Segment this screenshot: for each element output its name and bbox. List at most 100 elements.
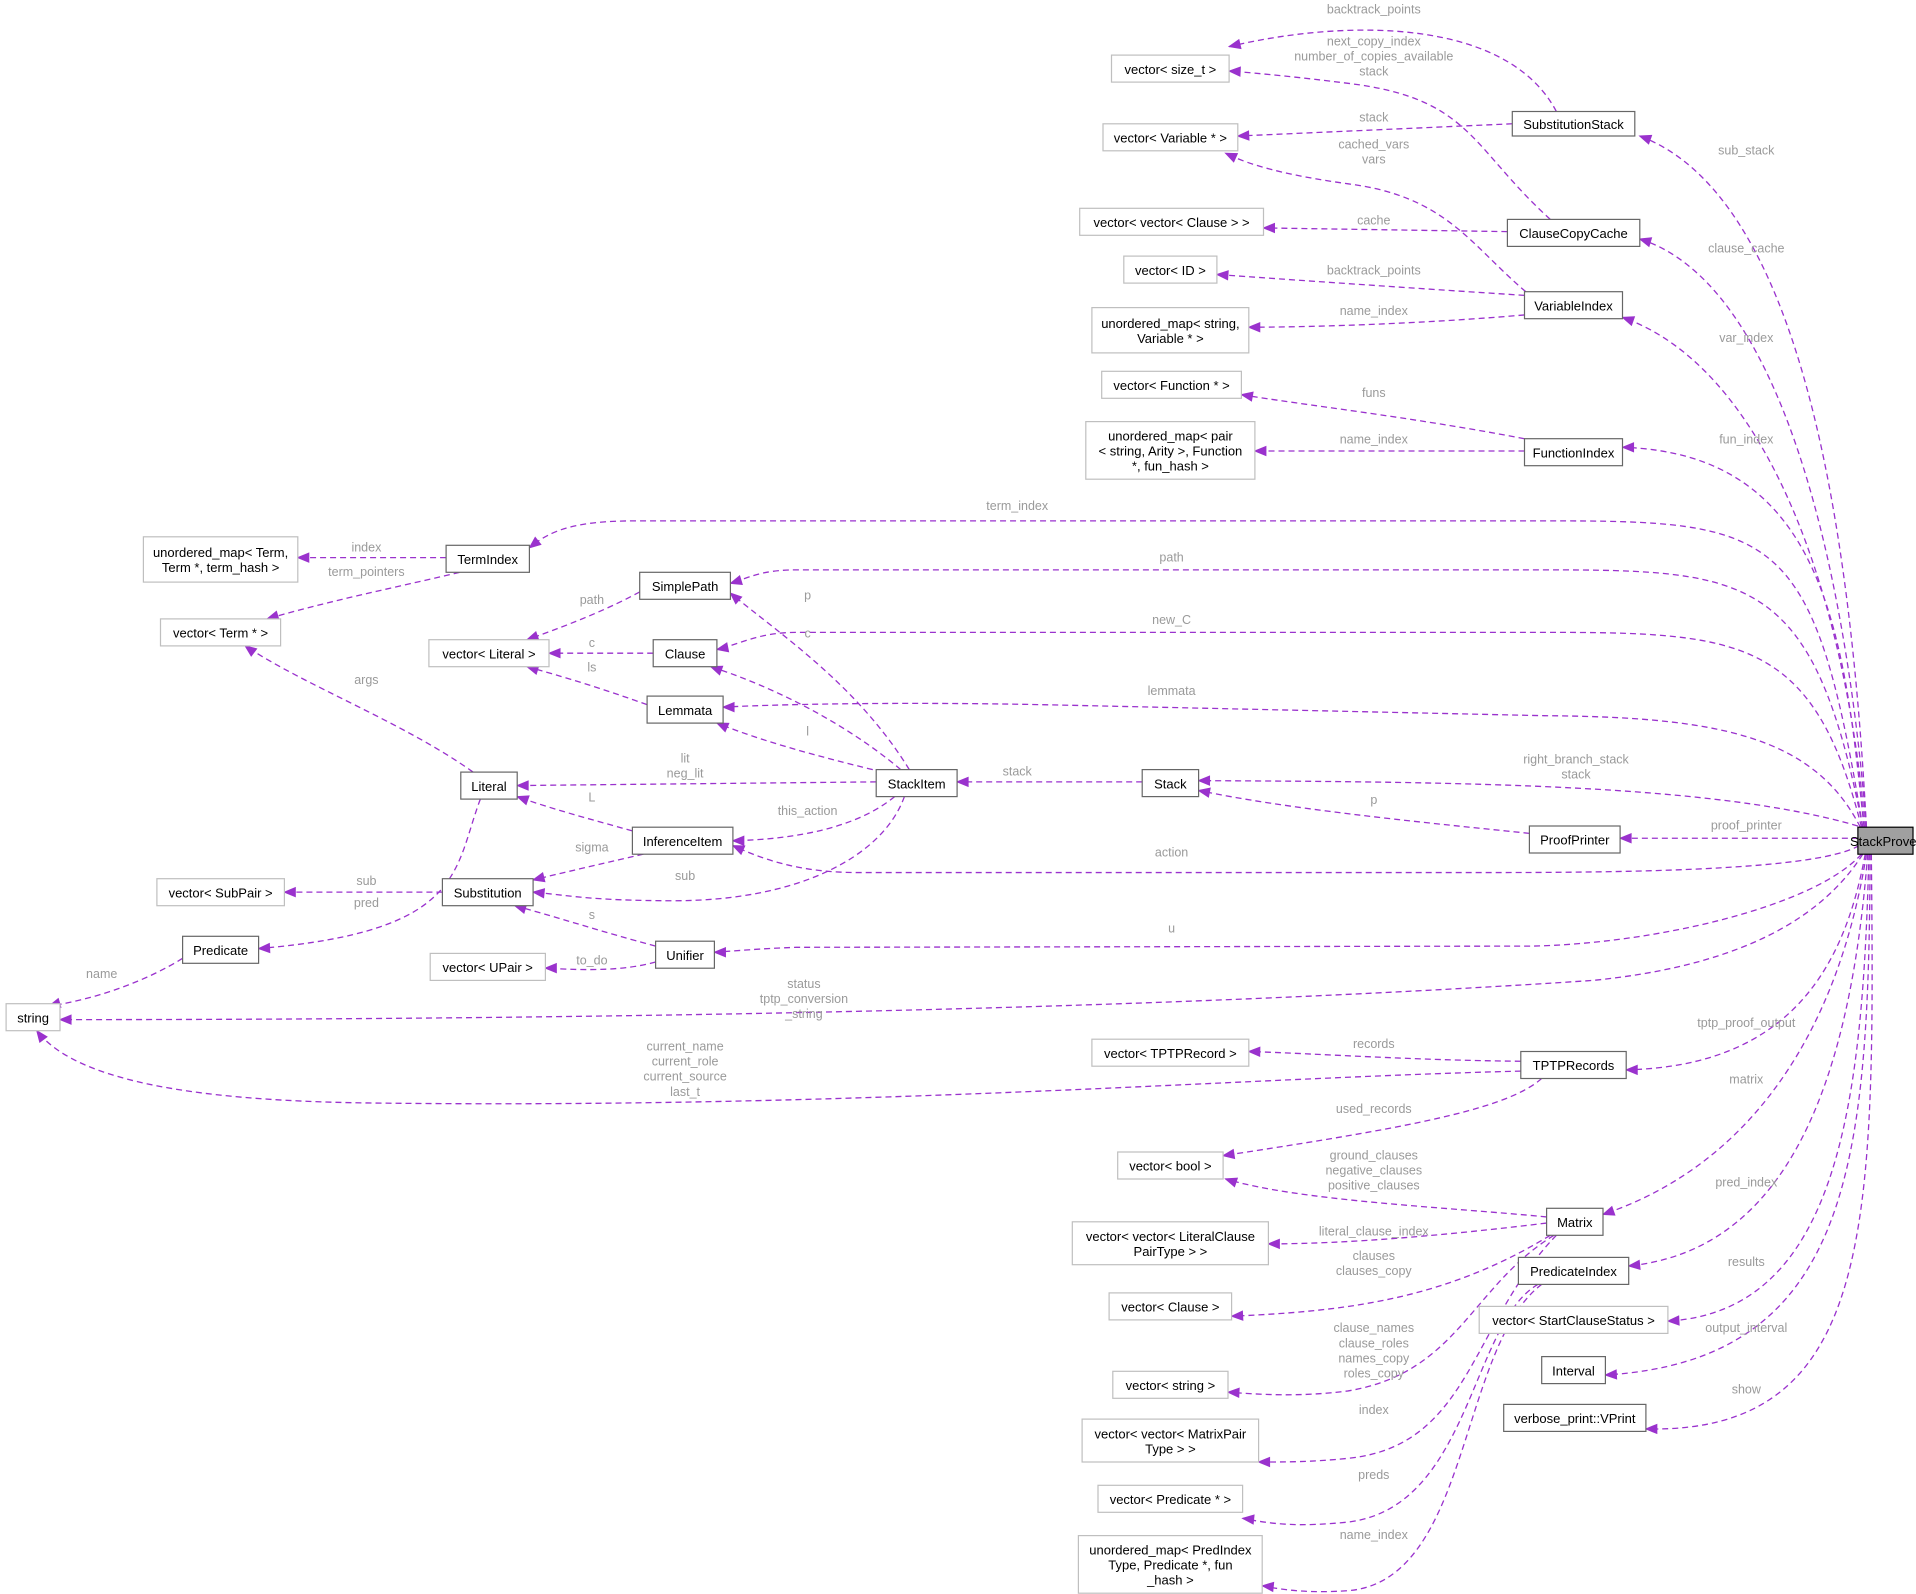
node-label: Clause [665,647,705,662]
node-unifier[interactable]: Unifier [654,940,715,969]
arrowhead [729,575,743,586]
edge-ii-L: L [515,791,633,832]
edge-action: action [731,845,1860,874]
edge-label: tptp_proof_output [1697,1016,1796,1030]
node-vprint[interactable]: verbose_print::VPrint [1503,1403,1647,1433]
edge-tptp-proof-output: tptp_proof_output [1624,854,1866,1076]
edge-label: right_branch_stack [1523,753,1629,767]
edge-label: funs [1362,386,1386,400]
edge-label: path [1159,550,1183,564]
node-box [159,618,282,647]
edge-label: sigma [575,841,608,855]
edge-line [526,666,648,706]
edge-label: stack [1003,765,1033,779]
arrowhead [35,1029,48,1043]
arrowhead [515,795,530,806]
node-box [1112,1370,1229,1399]
edge-label: negative_clauses [1325,1164,1422,1178]
node-vec-function: vector< Function * > [1101,370,1242,399]
node-box [1857,826,1914,855]
node-vec-upair: vector< UPair > [429,952,547,982]
node-functionindex[interactable]: FunctionIndex [1523,438,1624,467]
edge-label: fun_index [1719,433,1774,447]
node-box [646,695,724,724]
edge-tr-used: used_records [1221,1077,1543,1160]
edge-label: sub_stack [1718,143,1775,157]
node-label: vector< Predicate * > [1110,1492,1231,1507]
node-substitution[interactable]: Substitution [441,878,534,907]
node-predicateindex[interactable]: PredicateIndex [1517,1256,1630,1286]
node-label: FunctionIndex [1533,446,1615,461]
node-box [639,571,732,600]
node-box [1085,421,1256,480]
edge-line [48,957,183,1007]
node-lemmata[interactable]: Lemmata [646,695,724,724]
edge-line [1216,273,1525,296]
node-stackitem[interactable]: StackItem [875,768,958,798]
node-literal[interactable]: Literal [460,771,518,800]
node-label: *, fun_hash > [1132,459,1209,474]
edge-label: path [580,593,604,607]
edge-label: number_of_copies_available [1294,50,1453,64]
node-box [1079,207,1265,236]
node-box [1091,307,1250,354]
edge-ss-stack: stack [1236,110,1513,141]
node-inferenceitem[interactable]: InferenceItem [631,826,734,855]
node-vec-term: vector< Term * > [159,618,282,647]
arrowhead [1224,1177,1239,1188]
node-variableindex[interactable]: VariableIndex [1523,291,1624,320]
node-label: Term *, term_hash > [162,560,279,575]
edge-lit-pred: pred [257,798,482,954]
node-label: SimplePath [652,579,718,594]
edge-label: sub [675,869,695,883]
edge-ccc-cache: cache [1262,213,1508,234]
edge-output-interval: output_interval [1604,854,1871,1380]
node-box [652,639,718,668]
edge-ss-backtrack: backtrack_points [1227,3,1557,112]
node-stack[interactable]: Stack [1141,768,1200,798]
edge-label: clauses_copy [1336,1264,1412,1278]
arrowhead [1638,237,1653,248]
node-label: Literal [471,779,507,794]
edge-new-C: new_C [715,613,1863,828]
arrowhead [1604,1369,1618,1380]
arrowhead [1618,832,1632,844]
edge-label: backtrack_points [1327,264,1421,278]
node-termindex[interactable]: TermIndex [445,544,531,573]
arrowhead [1247,321,1261,333]
node-vec-variable: vector< Variable * > [1102,123,1239,152]
edge-line [1667,854,1870,1322]
arrowhead [531,872,546,883]
node-proofprinter[interactable]: ProofPrinter [1528,825,1621,854]
node-stackprover[interactable]: StackProver [1850,826,1916,855]
arrowhead [1627,1259,1641,1271]
node-label: vector< size_t > [1125,62,1217,77]
node-label: vector< Clause > [1121,1300,1219,1315]
node-tptprecords[interactable]: TPTPRecords [1520,1050,1627,1080]
node-label: Predicate [193,943,248,958]
node-simplepath[interactable]: SimplePath [639,571,732,600]
node-vec-startclausestatus: vector< StartClauseStatus > [1478,1305,1669,1335]
node-matrix[interactable]: Matrix [1545,1207,1604,1236]
node-substitutionstack[interactable]: SubstitutionStack [1511,110,1636,137]
edge-label: clauses [1353,1249,1395,1263]
arrowhead [282,886,296,898]
arrowhead [1230,1310,1244,1321]
node-clausecopycache[interactable]: ClauseCopyCache [1506,218,1641,247]
node-clause[interactable]: Clause [652,639,718,668]
edge-line [1258,1234,1557,1463]
node-label: Unifier [666,948,704,963]
node-interval[interactable]: Interval [1541,1355,1606,1385]
edge-label: new_C [1152,613,1191,627]
node-box [1506,218,1641,247]
node-predicate[interactable]: Predicate [182,935,260,964]
edge-label: proof_printer [1711,819,1782,833]
node-box [1101,370,1242,399]
node-string: string [5,1003,61,1032]
edge-st-stack: stack [955,765,1143,788]
arrowhead [721,701,735,713]
edge-line [1222,1077,1543,1157]
